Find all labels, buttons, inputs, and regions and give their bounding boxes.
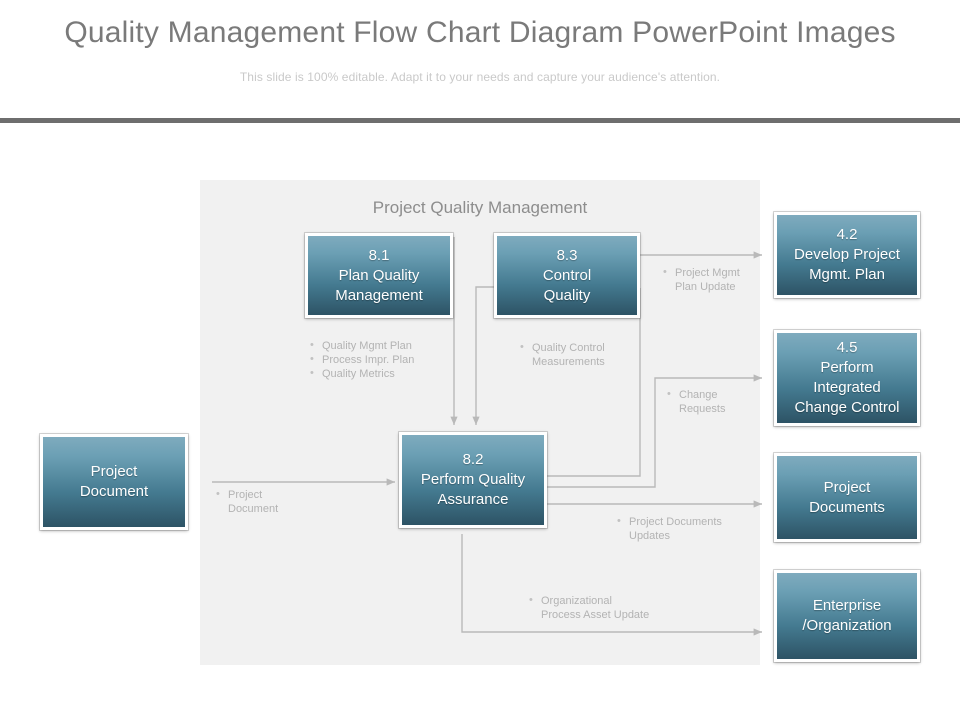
note-item: Project Document — [214, 487, 344, 516]
note-list: Quality Mgmt PlanProcess Impr. PlanQuali… — [308, 338, 458, 381]
note-item: Organizational Process Asset Update — [527, 593, 707, 622]
note-item: Quality Mgmt Plan — [308, 338, 458, 353]
note-item: Quality Metrics — [308, 366, 458, 381]
note-organizational-process-asset-update: Organizational Process Asset Update — [527, 593, 707, 622]
note-list: Quality Control Measurements — [518, 340, 668, 369]
page-title: Quality Management Flow Chart Diagram Po… — [64, 16, 896, 49]
note-change-requests: Change Requests — [665, 387, 775, 416]
note-project-document-input: Project Document — [214, 487, 344, 516]
panel-heading: Project Quality Management — [372, 198, 588, 217]
note-list: Change Requests — [665, 387, 775, 416]
note-item: Project Mgmt Plan Update — [661, 265, 781, 294]
note-item: Project Documents Updates — [615, 514, 775, 543]
note-item: Process Impr. Plan — [308, 352, 458, 367]
header-divider — [0, 118, 960, 123]
page-subtitle: This slide is 100% editable. Adapt it to… — [239, 70, 721, 84]
box-project-documents[interactable]: Project Documents — [774, 453, 920, 542]
note-project-documents-updates: Project Documents Updates — [615, 514, 775, 543]
box-perform-quality-assurance[interactable]: 8.2 Perform Quality Assurance — [399, 432, 547, 528]
note-item: Quality Control Measurements — [518, 340, 668, 369]
note-list: Project Document — [214, 487, 344, 516]
note-plan-quality-outputs: Quality Mgmt PlanProcess Impr. PlanQuali… — [308, 338, 458, 381]
project-quality-management-panel — [200, 180, 760, 665]
note-list: Organizational Process Asset Update — [527, 593, 707, 622]
note-list: Project Mgmt Plan Update — [661, 265, 781, 294]
box-control-quality[interactable]: 8.3 Control Quality — [494, 233, 640, 318]
box-enterprise-organization[interactable]: Enterprise /Organization — [774, 570, 920, 662]
box-plan-quality-management[interactable]: 8.1 Plan Quality Management — [305, 233, 453, 318]
box-project-document[interactable]: Project Document — [40, 434, 188, 530]
note-item: Change Requests — [665, 387, 775, 416]
note-control-quality-outputs: Quality Control Measurements — [518, 340, 668, 369]
note-list: Project Documents Updates — [615, 514, 775, 543]
box-perform-integrated-change-control[interactable]: 4.5 Perform Integrated Change Control — [774, 330, 920, 426]
box-develop-project-mgmt-plan[interactable]: 4.2 Develop Project Mgmt. Plan — [774, 212, 920, 298]
note-project-mgmt-plan-update: Project Mgmt Plan Update — [661, 265, 781, 294]
